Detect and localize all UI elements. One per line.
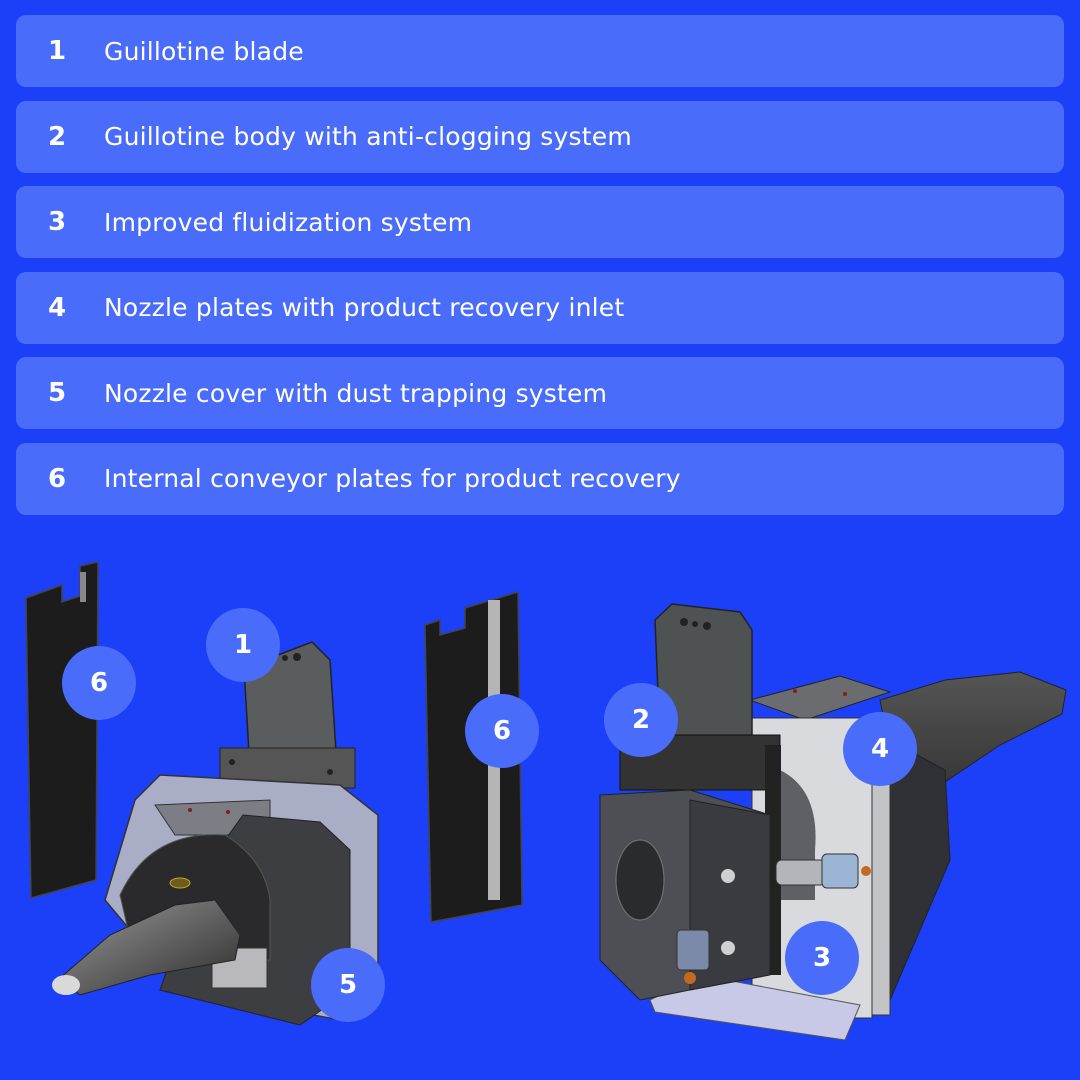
parts-legend: 1 Guillotine blade 2 Guillotine body wit… — [16, 15, 1064, 528]
callout-badge-6b: 6 — [465, 694, 539, 768]
callout-badge-5: 5 — [311, 948, 385, 1022]
legend-row-3: 3 Improved fluidization system — [16, 186, 1064, 258]
callout-badge-2: 2 — [604, 683, 678, 757]
conveyor-plate-right — [424, 590, 523, 923]
legend-number: 6 — [48, 463, 67, 494]
callout-badge-6a: 6 — [62, 646, 136, 720]
callout-badge-3: 3 — [785, 921, 859, 995]
legend-label: Nozzle cover with dust trapping system — [104, 378, 608, 408]
legend-number: 2 — [48, 121, 67, 152]
legend-row-5: 5 Nozzle cover with dust trapping system — [16, 357, 1064, 429]
guillotine-blade-left — [219, 641, 356, 789]
legend-number: 4 — [48, 292, 67, 323]
nozzle-cone-left — [52, 877, 241, 996]
legend-number: 1 — [48, 36, 67, 66]
exploded-assembly-illustration — [25, 561, 1067, 1041]
legend-row-6: 6 Internal conveyor plates for product r… — [16, 442, 1064, 515]
legend-row-1: 1 Guillotine blade — [16, 15, 1064, 87]
legend-number: 5 — [48, 378, 67, 408]
conveyor-plate-left — [25, 561, 99, 899]
callout-badge-1: 1 — [206, 608, 280, 682]
legend-label: Guillotine blade — [104, 36, 304, 66]
right-assembly — [599, 603, 1067, 1041]
legend-label: Nozzle plates with product recovery inle… — [104, 293, 625, 322]
legend-number: 3 — [48, 207, 67, 237]
legend-row-2: 2 Guillotine body with anti-clogging sys… — [16, 100, 1064, 173]
legend-label: Improved fluidization system — [104, 207, 473, 237]
legend-label: Guillotine body with anti-clogging syste… — [104, 122, 632, 151]
legend-row-4: 4 Nozzle plates with product recovery in… — [16, 271, 1064, 344]
callout-badge-4: 4 — [843, 712, 917, 786]
legend-label: Internal conveyor plates for product rec… — [104, 464, 681, 493]
